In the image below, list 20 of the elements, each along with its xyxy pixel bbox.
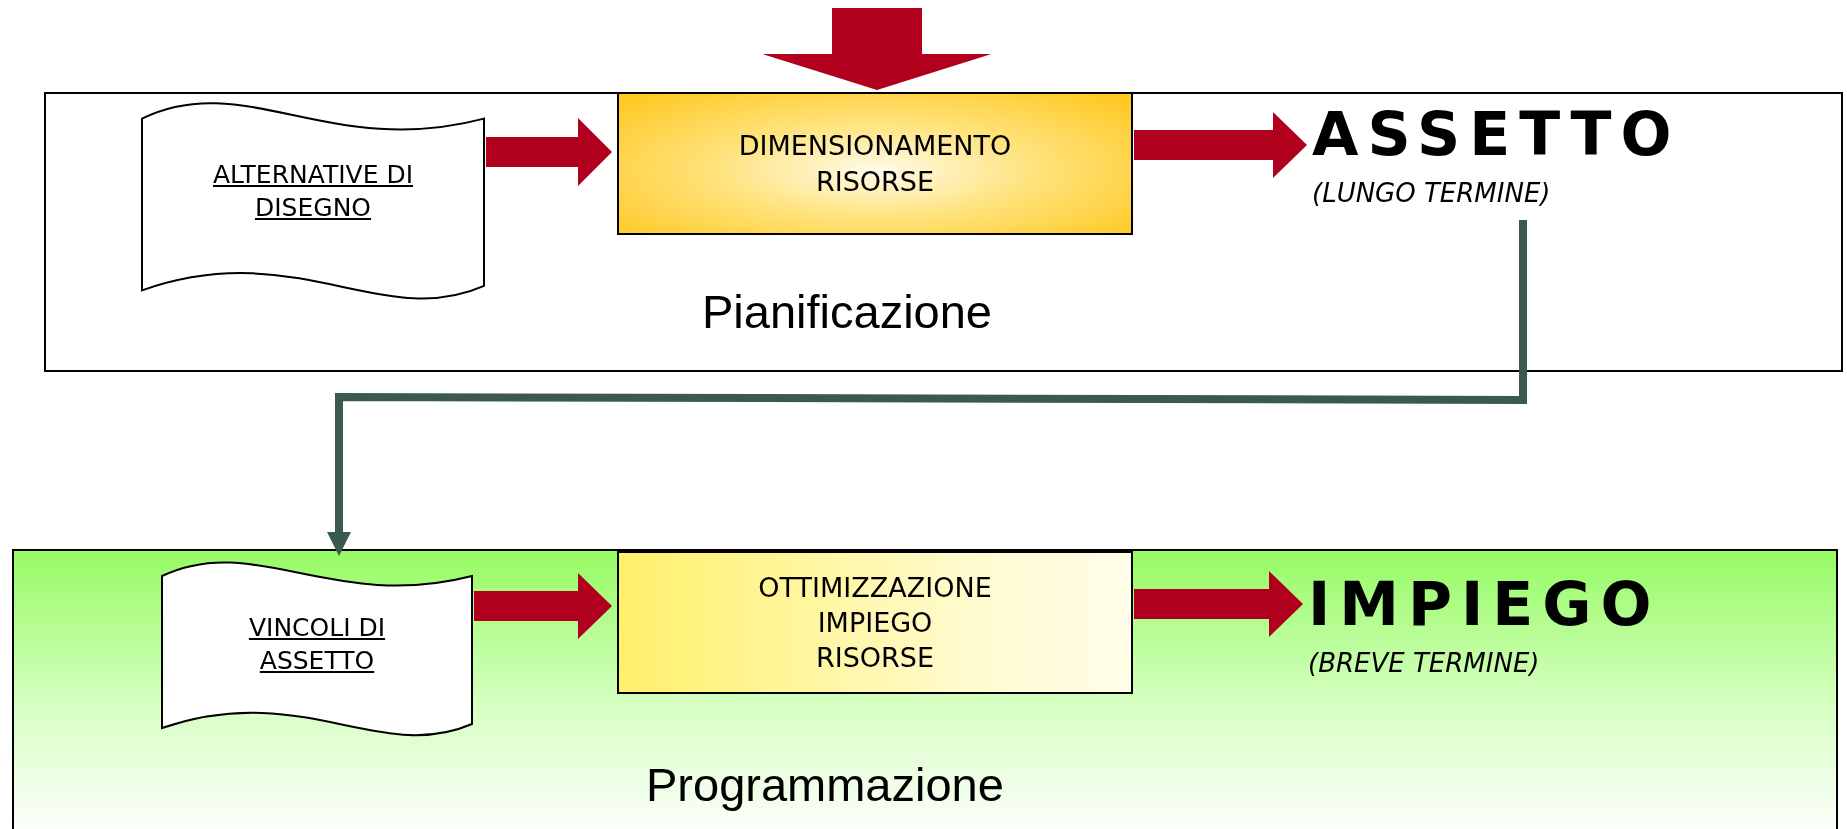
stage-title: Programmazione — [646, 757, 1004, 812]
process-label: DIMENSIONAMENTO RISORSE — [737, 129, 1013, 199]
document-label: ALTERNATIVE DI DISEGNO — [212, 159, 414, 224]
process-box — [617, 92, 1133, 235]
outcome-term: (BREVE TERMINE) — [1308, 648, 1541, 678]
connector-arrow — [1134, 571, 1303, 637]
stage-title: Pianificazione — [702, 284, 992, 339]
connector-arrow — [1134, 112, 1307, 178]
process-label: OTTIMIZZAZIONE IMPIEGO RISORSE — [757, 570, 993, 676]
outcome-term: (LUNGO TERMINE) — [1312, 178, 1552, 208]
outcome-heading: IMPIEGO — [1308, 574, 1662, 634]
stage-panel — [44, 92, 1843, 372]
connector-arrow — [327, 220, 1527, 556]
connector-arrow — [474, 573, 612, 639]
stage-panel — [12, 549, 1838, 829]
connector-arrow — [486, 118, 612, 186]
block-arrow — [762, 8, 992, 90]
process-box — [617, 551, 1133, 694]
outcome-heading: ASSETTO — [1312, 104, 1682, 164]
document-label: VINCOLI DI ASSETTO — [247, 612, 387, 677]
